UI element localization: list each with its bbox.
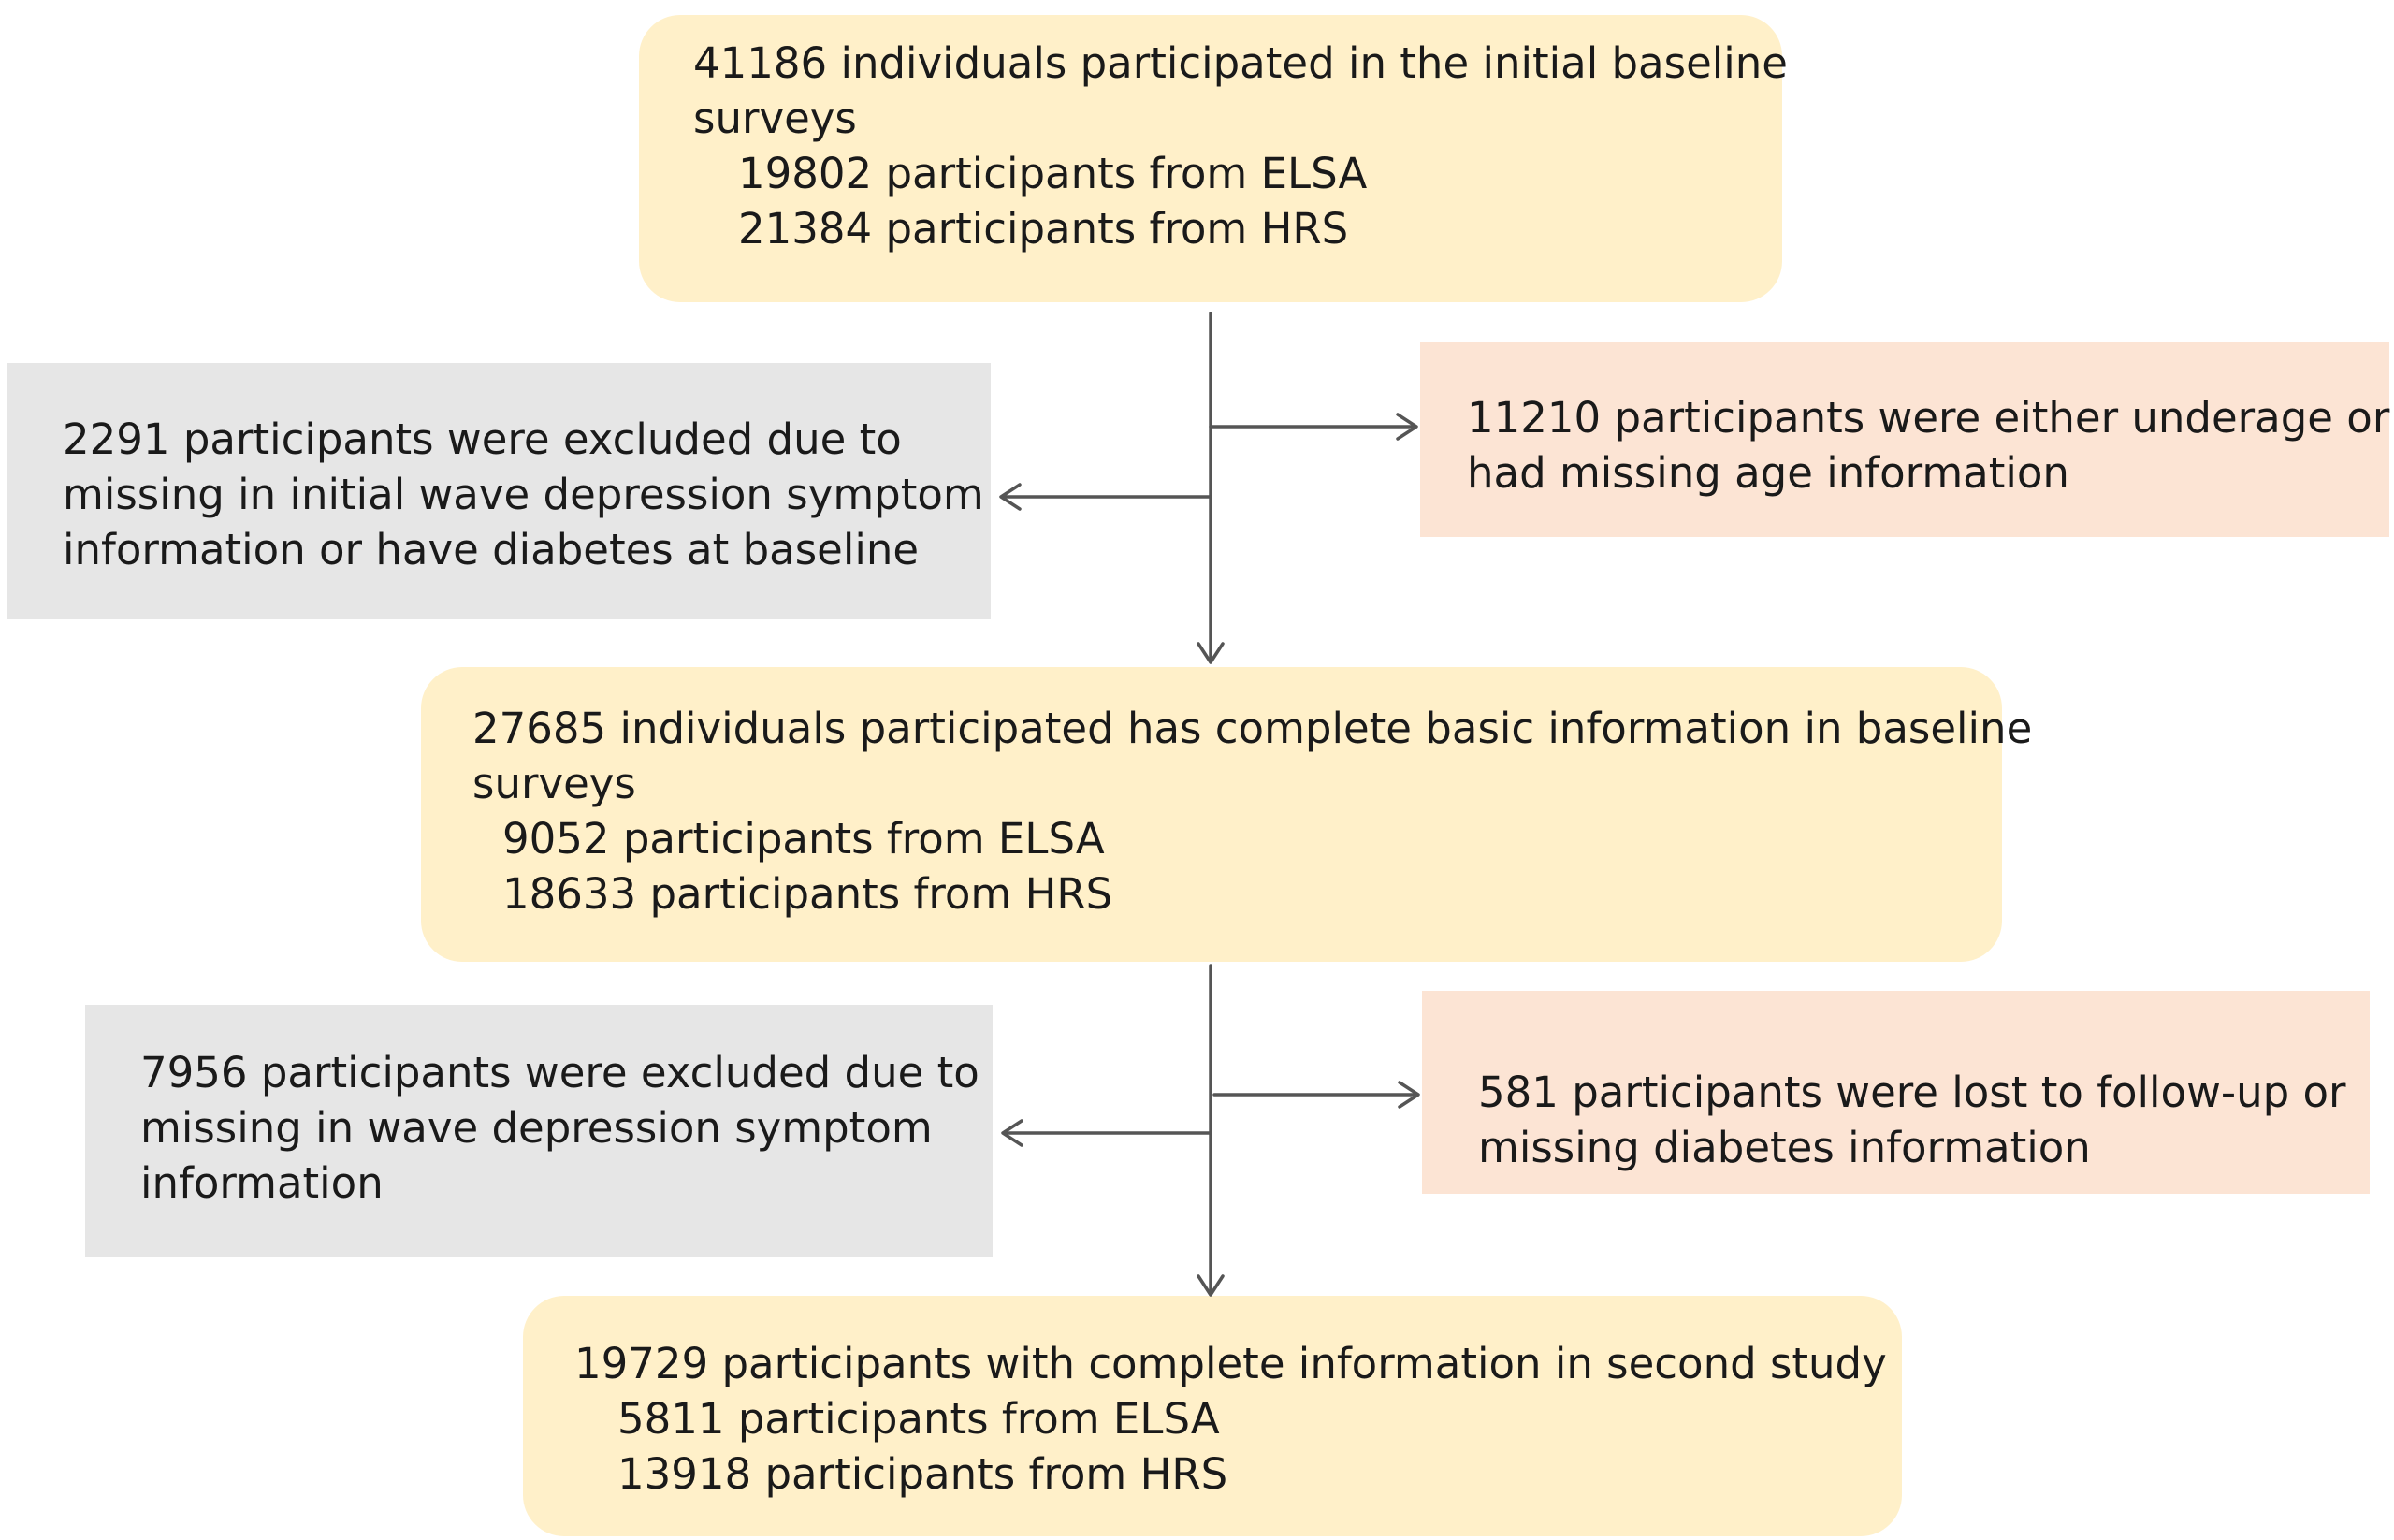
node-line: information — [140, 1158, 384, 1208]
node-line: 11210 participants were either underage … — [1467, 393, 2390, 443]
node-final-complete-information: 19729 participants with complete informa… — [523, 1296, 1902, 1536]
node-line: 7956 participants were excluded due to — [140, 1048, 979, 1097]
node-excluded-wave-depression: 7956 participants were excluded due to m… — [85, 1005, 993, 1257]
node-line: 13918 participants from HRS — [617, 1449, 1228, 1499]
arrowhead-down-2 — [1197, 1274, 1225, 1297]
node-line: 581 participants were lost to follow-up … — [1478, 1068, 2346, 1117]
node-baseline-surveys: 41186 individuals participated in the in… — [639, 15, 1788, 302]
node-line: 9052 participants from ELSA — [502, 814, 1105, 864]
node-excluded-age: 11210 participants were either underage … — [1420, 342, 2389, 537]
arrowhead-down-1 — [1197, 642, 1225, 664]
arrowhead-left-initial-depression — [999, 483, 1022, 511]
node-line: 21384 participants from HRS — [738, 204, 1349, 254]
node-line: surveys — [472, 759, 636, 808]
arrowhead-right-age — [1396, 413, 1418, 441]
node-line: missing diabetes information — [1478, 1123, 2091, 1172]
node-line: 18633 participants from HRS — [502, 869, 1113, 919]
node-line: missing in initial wave depression sympt… — [63, 470, 984, 519]
node-line: 5811 participants from ELSA — [617, 1394, 1220, 1444]
node-excluded-initial-depression: 2291 participants were excluded due to m… — [7, 363, 991, 619]
node-complete-basic-information: 27685 individuals participated has compl… — [421, 667, 2033, 962]
node-line: information or have diabetes at baseline — [63, 525, 920, 574]
node-line: had missing age information — [1467, 448, 2069, 498]
node-line: 19729 participants with complete informa… — [574, 1339, 1887, 1388]
node-line: 2291 participants were excluded due to — [63, 414, 902, 464]
arrowhead-right-followup — [1398, 1081, 1420, 1109]
node-excluded-followup: 581 participants were lost to follow-up … — [1422, 991, 2370, 1194]
node-line: 27685 individuals participated has compl… — [472, 704, 2033, 753]
node-line: missing in wave depression symptom — [140, 1103, 933, 1153]
arrowhead-left-wave-depression — [1001, 1119, 1023, 1147]
node-line: surveys — [693, 94, 857, 143]
node-line: 19802 participants from ELSA — [738, 149, 1368, 198]
node-line: 41186 individuals participated in the in… — [693, 38, 1788, 88]
